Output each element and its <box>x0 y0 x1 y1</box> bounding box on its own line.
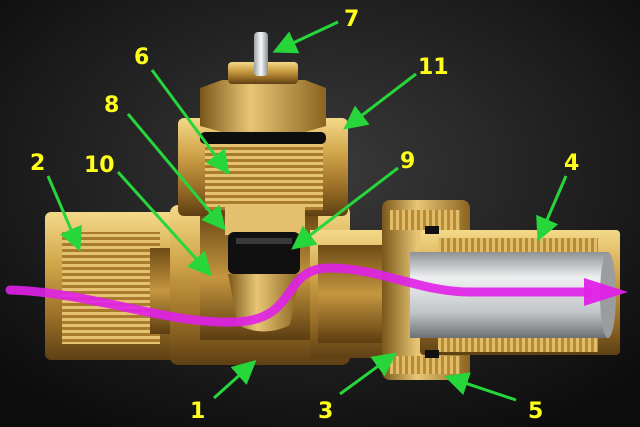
label-10: 10 <box>84 153 115 178</box>
leader-8 <box>126 113 226 231</box>
leader-4 <box>536 175 568 242</box>
o-ring <box>200 132 326 144</box>
label-8: 8 <box>104 93 119 118</box>
label-6: 6 <box>134 45 149 70</box>
callout-labels: 1 2 3 4 5 6 7 8 9 10 11 <box>30 7 579 424</box>
leader-2 <box>46 175 82 252</box>
label-1: 1 <box>190 399 205 424</box>
inlet-thread <box>62 232 160 344</box>
label-4: 4 <box>564 151 579 176</box>
hex-head <box>200 80 326 132</box>
leader-7 <box>272 20 339 54</box>
leader-9 <box>291 166 399 250</box>
label-11: 11 <box>418 55 449 80</box>
label-5: 5 <box>528 399 543 424</box>
valve-insert <box>178 32 348 332</box>
valve-pin <box>254 32 268 76</box>
leader-3 <box>339 352 397 396</box>
label-2: 2 <box>30 151 45 176</box>
label-9: 9 <box>400 149 415 174</box>
leader-lines <box>46 20 568 402</box>
label-7: 7 <box>344 7 359 32</box>
label-3: 3 <box>318 399 333 424</box>
leader-6 <box>150 69 230 175</box>
leader-11 <box>343 72 417 130</box>
flow-arrow <box>5 263 628 327</box>
leader-5 <box>444 372 517 402</box>
leader-10 <box>116 170 213 277</box>
leader-1 <box>212 359 257 400</box>
